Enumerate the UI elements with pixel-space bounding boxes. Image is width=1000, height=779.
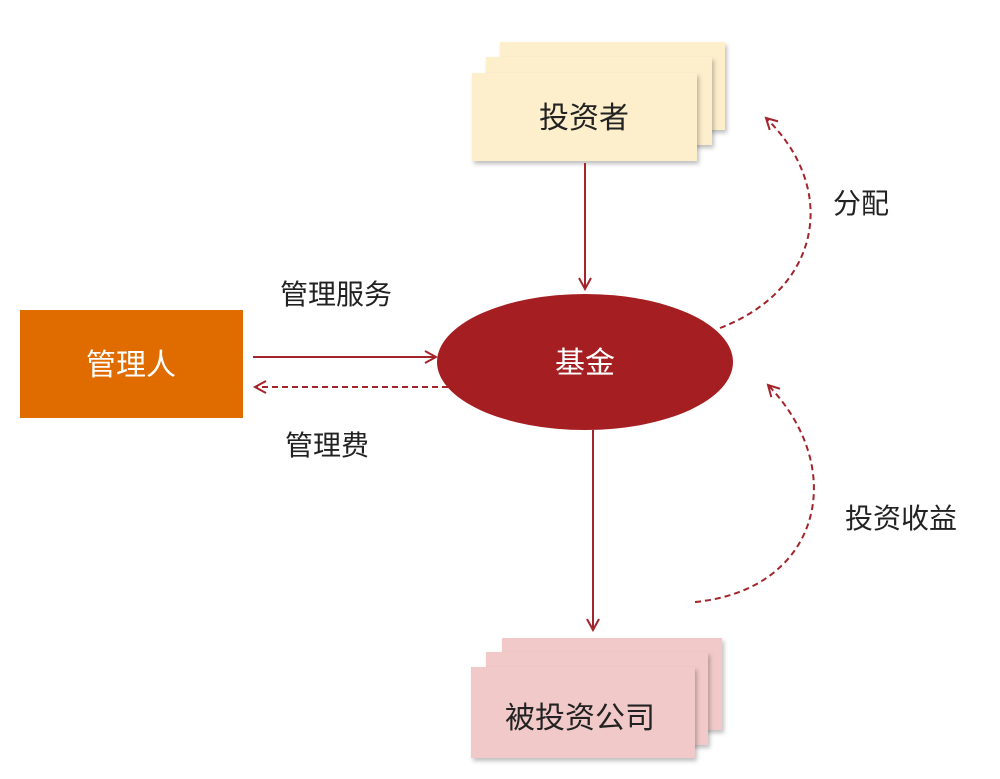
investor-node: 投资者 (472, 42, 725, 161)
manager-label: 管理人 (86, 348, 176, 383)
investee-node: 被投资公司 (471, 638, 722, 758)
fund-label: 基金 (555, 346, 615, 381)
management-service-label: 管理服务 (280, 278, 392, 311)
investment-return-label: 投资收益 (845, 502, 957, 535)
investor-label: 投资者 (539, 101, 629, 136)
management-fee-label: 管理费 (285, 429, 369, 462)
investment-return-arrow (694, 385, 815, 603)
fund-node: 基金 (437, 294, 733, 430)
distribution-label: 分配 (833, 187, 889, 220)
manager-node: 管理人 (20, 310, 243, 418)
distribution-arrow (719, 118, 812, 329)
investee-label: 被投资公司 (505, 701, 655, 736)
